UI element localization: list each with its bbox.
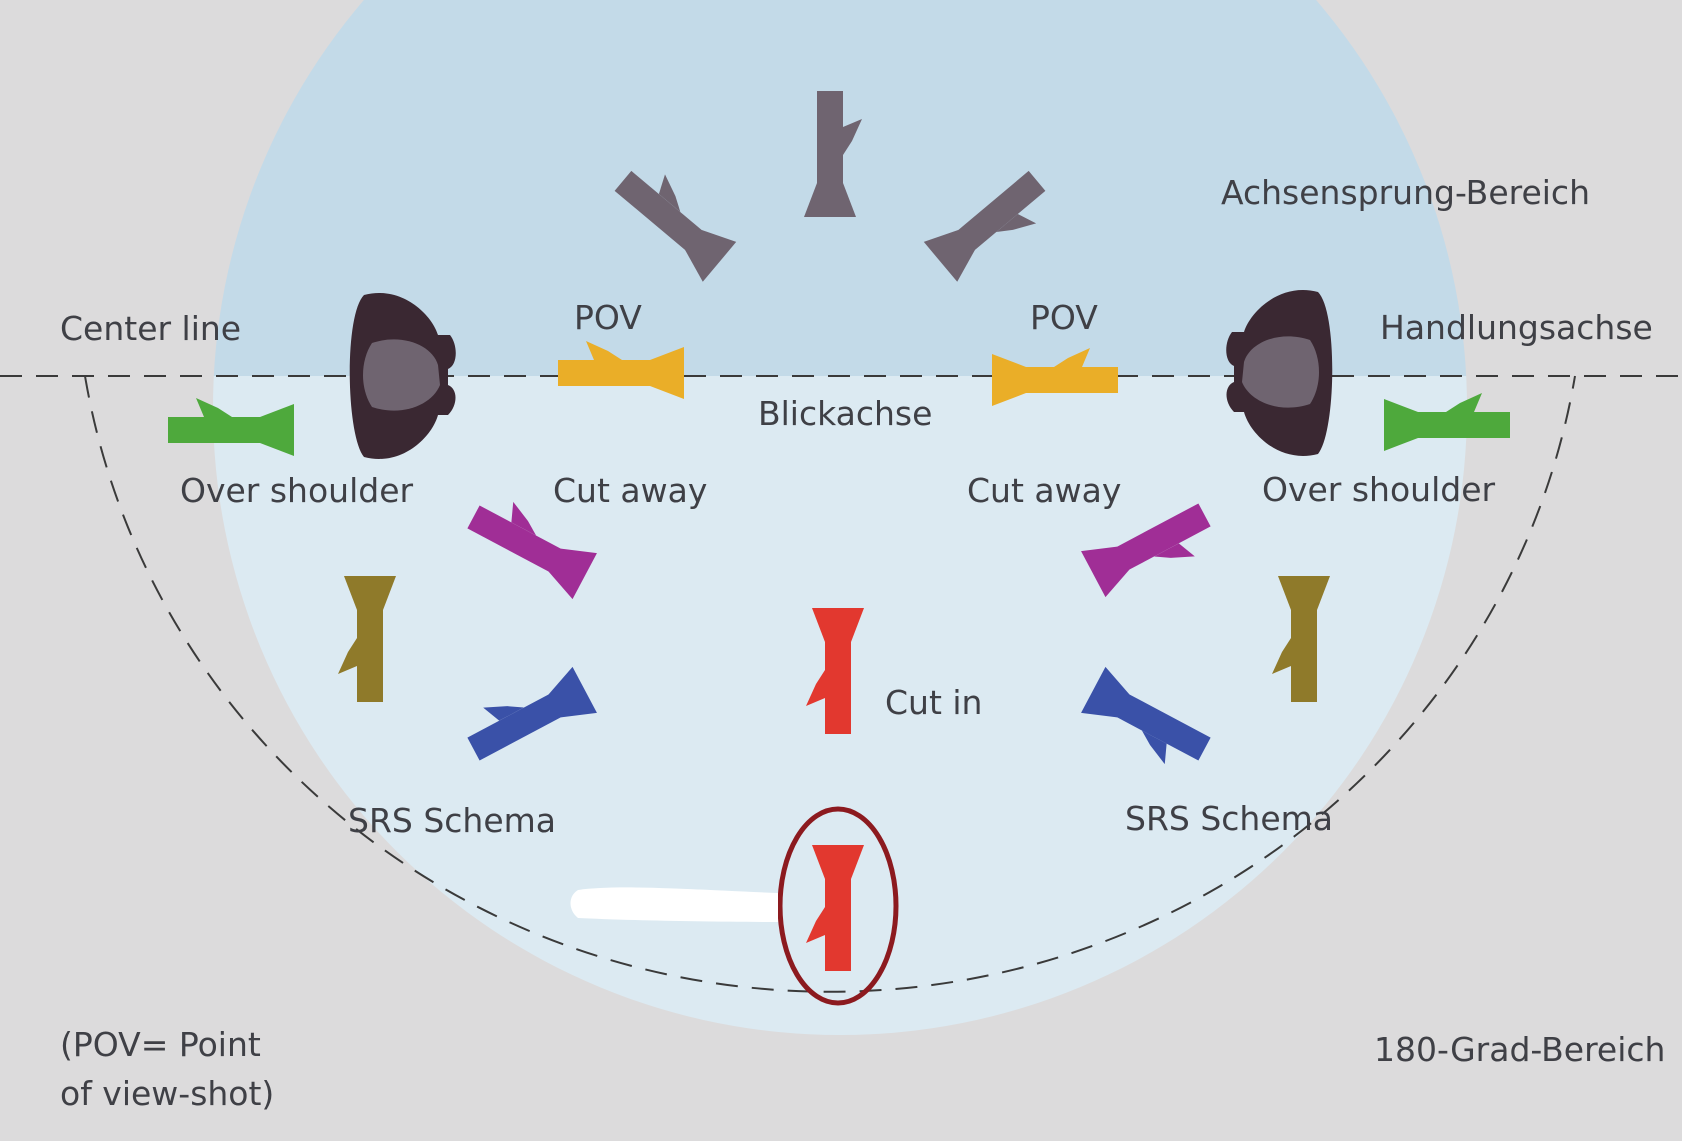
label-center-line: Center line (60, 309, 242, 348)
label-pov-right: POV (1030, 298, 1098, 337)
actor-left-icon (349, 293, 456, 459)
label-handlungsachse: Handlungsachse (1380, 308, 1653, 347)
highlight-ring-icon (777, 806, 899, 1006)
label-cut-away-left: Cut away (553, 471, 708, 510)
label-achsensprung-bereich: Achsensprung-Bereich (1221, 173, 1590, 212)
label-cut-away-right: Cut away (967, 471, 1122, 510)
label-pov-note-line2: of view-shot) (60, 1074, 275, 1113)
redaction-smear (570, 887, 778, 922)
actor-right-icon (1226, 290, 1333, 456)
180-degree-arc (84, 375, 1576, 993)
label-cut-in: Cut in (885, 683, 983, 722)
label-pov-left: POV (574, 298, 642, 337)
label-pov-note-line1: (POV= Point (60, 1025, 261, 1064)
label-over-shoulder-right: Over shoulder (1262, 470, 1496, 509)
label-srs-schema-right: SRS Schema (1125, 799, 1333, 838)
label-srs-schema-left: SRS Schema (348, 801, 556, 840)
label-over-shoulder-left: Over shoulder (180, 471, 414, 510)
label-180-grad-bereich: 180-Grad-Bereich (1374, 1030, 1666, 1069)
label-blickachse: Blickachse (758, 394, 933, 433)
